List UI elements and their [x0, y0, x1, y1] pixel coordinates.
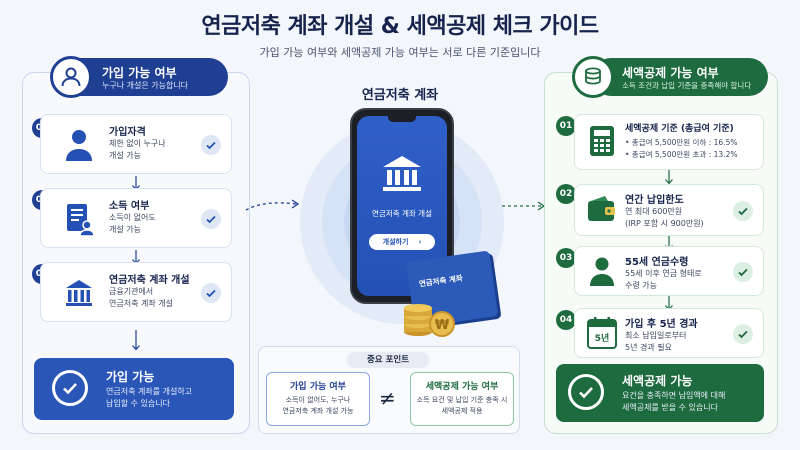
- step-card-annual-limit: 연간 납입한도 연 최대 600만원 (IRP 포함 시 900만원): [574, 184, 764, 236]
- check-circle-icon: [568, 374, 604, 410]
- step-number: 02: [556, 184, 576, 204]
- step-title: 세액공제 기준 (총급여 기준): [625, 124, 734, 134]
- step-number: 01: [556, 116, 576, 136]
- check-icon: [733, 324, 753, 344]
- down-arrow-icon: [665, 170, 673, 185]
- tax-credit-point: 세액공제 가능 여부 소득 요건 및 납입 기준 충족 시 세액공제 적용: [410, 372, 514, 426]
- calculator-icon: [589, 125, 621, 161]
- tax-credit-result-card: 세액공제 가능 요건을 충족하면 납입액에 대해 세액공제를 받을 수 있습니다: [556, 364, 764, 422]
- eligible-result-card: 가입 가능 연금저축 계좌를 개설하고 납입할 수 있습니다: [34, 358, 234, 420]
- step-desc: 연 최대 600만원 (IRP 포함 시 900만원): [625, 207, 704, 228]
- step-card-pension-age: 55세 연금수령 55세 이후 연금 형태로 수령 가능: [574, 246, 764, 296]
- result-desc: 연금저축 계좌를 개설하고 납입할 수 있습니다: [106, 387, 193, 408]
- down-arrow-icon: [132, 330, 140, 351]
- step-card-income: 소득 여부 소득이 없어도 개설 가능: [40, 188, 232, 248]
- key-points-tag: 중요 포인트: [347, 352, 429, 368]
- check-icon: [733, 201, 753, 221]
- step-title: 연금저축 계좌 개설: [109, 275, 190, 286]
- step-title: 가입 후 5년 경과: [625, 319, 698, 330]
- step-desc: 제한 없이 누구나 개설 가능: [109, 139, 166, 160]
- step-desc: 소득이 없어도 개설 가능: [109, 213, 156, 234]
- passbook-label: 연금저축 계좌: [418, 273, 464, 289]
- step-title: 55세 연금수령: [625, 257, 689, 268]
- point-title: 세액공제 가능 여부: [425, 382, 499, 392]
- open-account-button-label: 개설하기: [382, 238, 409, 246]
- eligibility-title: 가입 가능 여부: [102, 66, 177, 80]
- point-desc: 소득 요건 및 납입 기준 충족 시 세액공제 적용: [416, 396, 508, 415]
- phone-notch: [388, 116, 416, 122]
- step-desc: 금융기관에서 연금저축 계좌 개설: [109, 287, 173, 308]
- page-title: 연금저축 계좌 개설 & 세액공제 체크 가이드: [201, 14, 599, 39]
- step-number: 03: [556, 248, 576, 268]
- result-desc: 요건을 충족하면 납입액에 대해 세액공제를 받을 수 있습니다: [622, 391, 726, 412]
- eligibility-point: 가입 가능 여부 소득이 없어도, 누구나 연금저축 계좌 개설 가능: [266, 372, 370, 426]
- coin-stack-icon: [572, 56, 614, 98]
- check-circle-icon: [52, 370, 88, 406]
- step-title: 가입자격: [109, 127, 146, 138]
- result-title: 세액공제 가능: [622, 374, 693, 388]
- step-card-five-years: 5년 가입 후 5년 경과 최소 납입일로부터 5년 경과 필요: [574, 308, 764, 358]
- user-icon: [50, 56, 92, 98]
- chevron-right-icon: ›: [418, 238, 422, 246]
- dashed-arrow-left: [245, 199, 300, 211]
- person-icon: [589, 255, 621, 291]
- step-card-account: 연금저축 계좌 개설 금융기관에서 연금저축 계좌 개설: [40, 262, 232, 322]
- coins-icon: ₩: [404, 304, 455, 337]
- step-card-tax-standard: 세액공제 기준 (총급여 기준) • 총급여 5,500만원 이하 : 16.5…: [574, 114, 764, 170]
- point-desc: 소득이 없어도, 누구나 연금저축 계좌 개설 가능: [282, 396, 354, 415]
- dashed-arrow-right: [502, 201, 546, 211]
- page-subtitle: 가입 가능 여부와 세액공제 가능 여부는 서로 다른 기준입니다: [259, 46, 541, 59]
- wallet-icon: [587, 195, 619, 231]
- check-icon: [201, 209, 221, 229]
- calendar-icon-text: 5년: [594, 334, 610, 344]
- step-desc: 최소 납입일로부터 5년 경과 필요: [625, 331, 687, 352]
- step-title: 소득 여부: [109, 201, 150, 212]
- step-desc: 55세 이후 연금 형태로 수령 가능: [625, 269, 702, 290]
- person-icon: [63, 127, 95, 163]
- eligibility-subtitle: 누구나 개설은 가능합니다: [102, 81, 189, 90]
- bank-icon: [63, 275, 95, 311]
- check-icon: [201, 135, 221, 155]
- tax-credit-header: 세액공제 가능 여부 소득 조건과 납입 기준을 충족해야 합니다: [592, 58, 768, 96]
- point-title: 가입 가능 여부: [290, 382, 346, 392]
- bank-icon: [383, 156, 421, 191]
- check-icon: [201, 283, 221, 303]
- svg-text:₩: ₩: [435, 318, 450, 333]
- result-title: 가입 가능: [106, 370, 155, 384]
- check-icon: [733, 262, 753, 282]
- document-person-icon: [63, 201, 95, 237]
- not-equal-sign: ≠: [379, 386, 396, 410]
- tax-credit-title: 세액공제 가능 여부: [622, 66, 719, 80]
- phone-screen-label: 연금저축 계좌 개설: [372, 209, 432, 218]
- step-desc: • 총급여 5,500만원 이하 : 16.5% • 총급여 5,500만원 초…: [625, 138, 738, 159]
- step-card-eligibility: 가입자격 제한 없이 누구나 개설 가능: [40, 114, 232, 174]
- step-number: 04: [556, 310, 576, 330]
- tax-credit-subtitle: 소득 조건과 납입 기준을 충족해야 합니다: [622, 81, 752, 90]
- open-account-button[interactable]: 개설하기 ›: [369, 234, 435, 250]
- center-title: 연금저축 계좌: [361, 88, 439, 103]
- step-title: 연간 납입한도: [625, 195, 684, 206]
- calendar-icon: 5년: [587, 316, 617, 352]
